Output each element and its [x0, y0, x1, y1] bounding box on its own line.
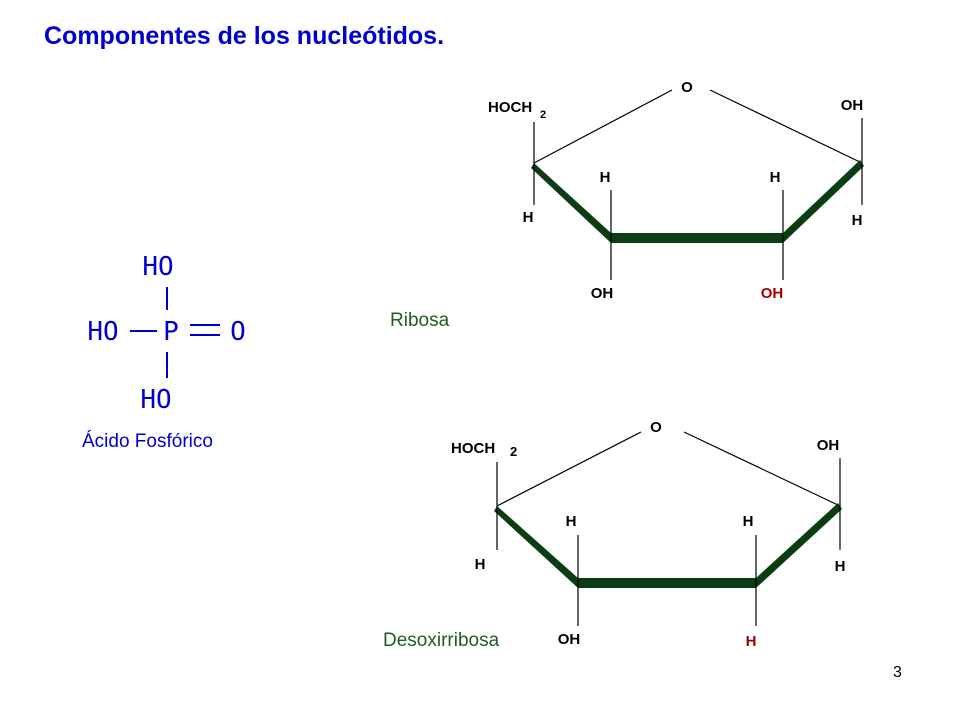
deoxyribose-c5-subscript: 2: [510, 444, 517, 459]
ribose-c4-h: H: [523, 209, 534, 226]
deoxyribose-c2-h: H: [743, 513, 754, 530]
deoxyribose-c2-h-highlight: H: [746, 633, 757, 650]
deoxyribose-c1-oh: OH: [817, 437, 840, 454]
phosphoric-acid-caption: Ácido Fosfórico: [82, 431, 213, 452]
ribose-bond-o-c1: [709, 89, 863, 164]
deoxyribose-c3-oh: OH: [558, 631, 581, 648]
ribose-c1-h: H: [852, 212, 863, 229]
ribose-bond-c4-o: [533, 89, 673, 164]
ribose-c1-oh: OH: [841, 97, 864, 114]
deoxyribose-c4-h: H: [475, 556, 486, 573]
deoxyribose-caption: Desoxirribosa: [383, 630, 500, 651]
phosphoric-top-ho: HO: [142, 252, 173, 282]
ribose-c5-subscript: 2: [540, 109, 546, 121]
ribose-structure: O HOCH 2 H H OH H OH OH H: [488, 79, 864, 302]
ribose-c2-h: H: [770, 169, 781, 186]
ribose-bond-c4-c3: [531, 163, 611, 243]
deoxyribose-bond-c4-o: [496, 431, 642, 507]
ribose-caption: Ribosa: [390, 310, 450, 331]
deoxyribose-bond-o-c1: [683, 431, 841, 507]
ribose-bond-c2-c1: [783, 160, 864, 243]
ribose-ring-oxygen: O: [681, 79, 693, 96]
deoxyribose-bond-c4-c3: [494, 506, 578, 588]
ribose-c3-oh: OH: [591, 285, 614, 302]
deoxyribose-c5-group: HOCH: [451, 440, 495, 457]
deoxyribose-c3-h: H: [566, 513, 577, 530]
ribose-c2-oh: OH: [761, 285, 784, 302]
phosphoric-left-ho: HO: [87, 317, 118, 347]
deoxyribose-bond-c3-c2: [578, 578, 756, 588]
ribose-c5-group: HOCH: [488, 99, 532, 116]
slide-title: Componentes de los nucleótidos.: [44, 22, 445, 50]
phosphoric-acid-structure: HO HO P O HO: [87, 252, 245, 415]
phosphoric-o: O: [230, 317, 246, 347]
page-number: 3: [893, 664, 902, 681]
deoxyribose-c1-h: H: [835, 558, 846, 575]
phosphoric-p: P: [163, 317, 179, 347]
deoxyribose-structure: O HOCH 2 H H OH H H OH H: [451, 419, 845, 650]
deoxyribose-ring-oxygen: O: [650, 419, 662, 436]
deoxyribose-bond-c2-c1: [756, 503, 842, 588]
ribose-bond-c3-c2: [611, 233, 783, 243]
phosphoric-bottom-ho: HO: [140, 385, 171, 415]
ribose-c3-h: H: [600, 169, 611, 186]
